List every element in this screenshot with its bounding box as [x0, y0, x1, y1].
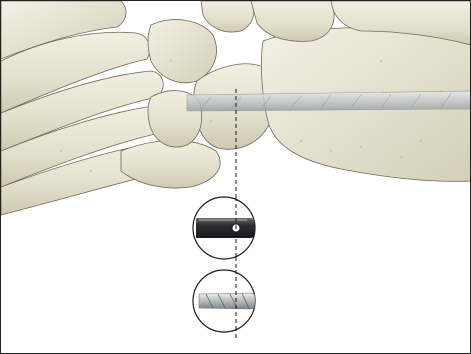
- drill-bit-icon: [193, 270, 259, 332]
- drill-sleeve-icon: [193, 197, 263, 259]
